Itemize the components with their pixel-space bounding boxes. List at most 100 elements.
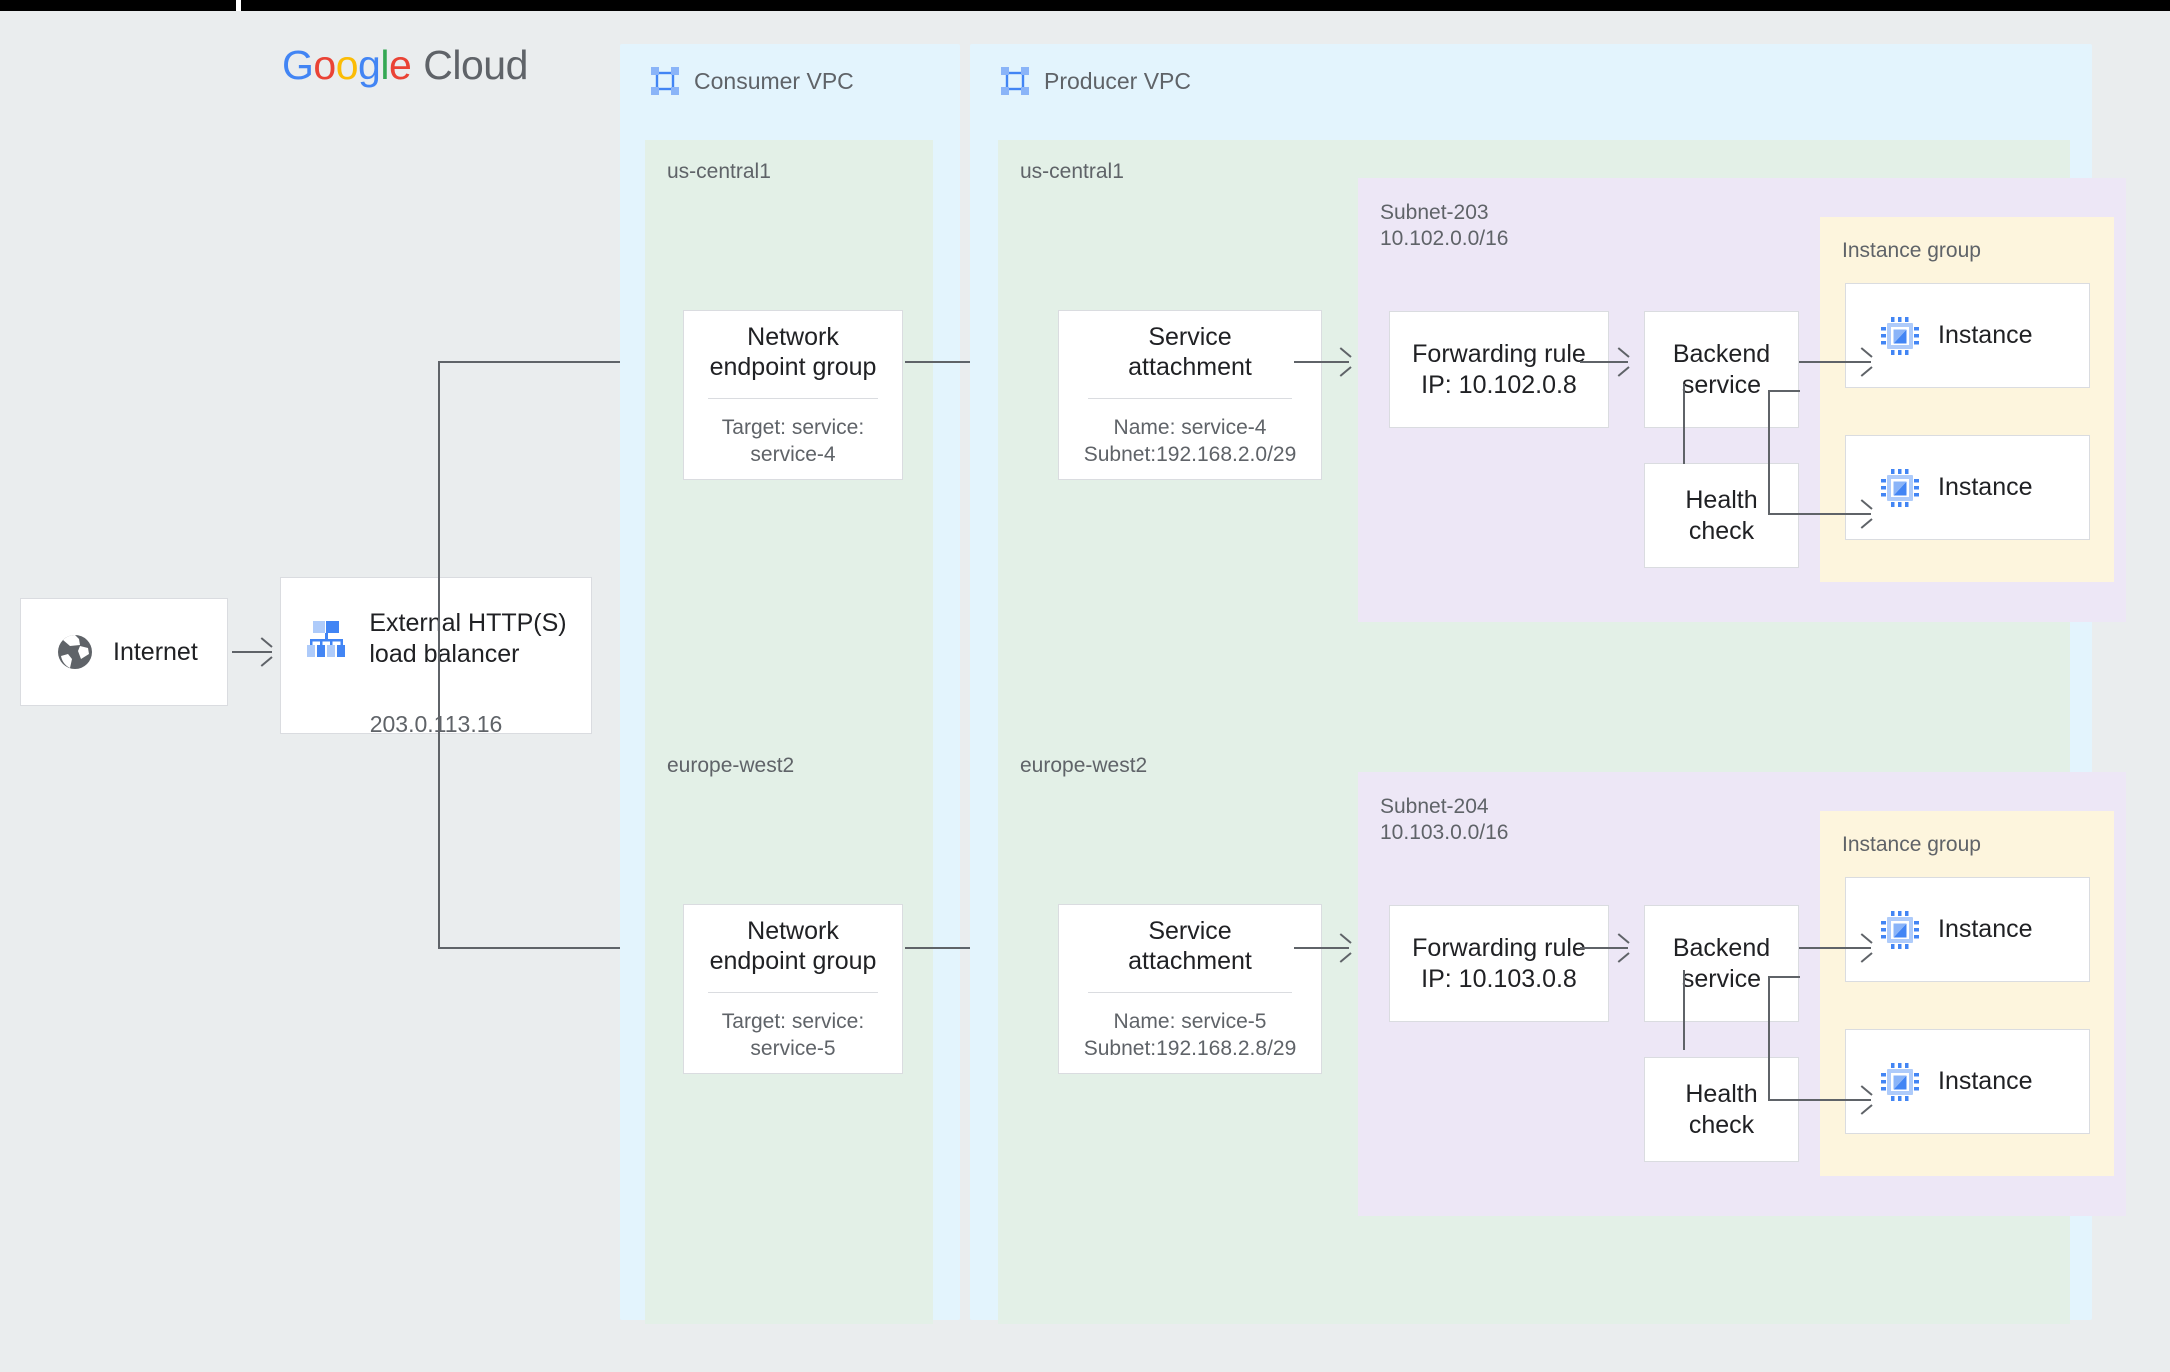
consumer-region-label-1: europe-west2 [667, 754, 795, 777]
connector-bs-inst2-horiz-top [1768, 513, 1871, 515]
consumer-region-us-central1: us-central1 Network endpoint group Targe… [645, 140, 933, 740]
load-balancer-ip: 203.0.113.16 [369, 711, 503, 737]
connector-bs-inst2-stub-bottom [1768, 976, 1800, 978]
service-attachment-title-0: Service attachment [1128, 323, 1252, 382]
service-attachment-title-1: Service attachment [1128, 917, 1252, 976]
connector-sa-fr-bottom [1294, 947, 1349, 949]
cpu-icon [1880, 316, 1920, 356]
neg-divider-1 [707, 992, 879, 994]
network-endpoint-group-node-1[interactable]: Network endpoint group Target: service: … [683, 904, 903, 1074]
producer-vpc-header: Producer VPC [1000, 66, 1191, 96]
service-attachment-divider-0 [1087, 398, 1293, 400]
consumer-vpc-title: Consumer VPC [694, 67, 854, 94]
internet-label: Internet [113, 637, 198, 666]
arrow-sa-fr-bottom [1337, 939, 1351, 957]
producer-region-europe-west2: europe-west2 Service attachment Name: se… [998, 734, 2126, 1324]
connector-lb-trunk [438, 361, 440, 949]
connector-neg-sa-bottom [905, 947, 1015, 949]
connector-bs-inst2-vert-bottom [1768, 976, 1770, 1100]
producer-region-us-central1: us-central1 Service attachment Name: ser… [998, 140, 2126, 740]
instance-group-container-1: Instance group [1820, 811, 2114, 1176]
arrow-sa-fr-top [1337, 353, 1351, 371]
instance-node-1-0[interactable]: Instance [1845, 877, 2090, 982]
consumer-vpc-container: Consumer VPC us-central1 Network endpoin… [620, 44, 960, 1324]
subnet-name-0: Subnet-203 [1380, 201, 1489, 224]
top-bar-notch [236, 0, 241, 11]
producer-region-label-0: us-central1 [1020, 160, 1124, 183]
cpu-icon [1880, 468, 1920, 508]
backend-service-node-1[interactable]: Backend service [1644, 905, 1799, 1022]
service-attachment-subtitle-1: Name: service-5 Subnet:192.168.2.8/29 [1083, 1010, 1297, 1060]
logo-letter-l: l [380, 42, 389, 88]
health-check-node-1[interactable]: Health check [1644, 1057, 1799, 1162]
connector-bs-hc-top [1683, 384, 1685, 464]
network-endpoint-group-node-0[interactable]: Network endpoint group Target: service: … [683, 310, 903, 480]
connector-neg-sa-top [905, 361, 1015, 363]
backend-service-node-0[interactable]: Backend service [1644, 311, 1799, 428]
producer-vpc-title: Producer VPC [1044, 67, 1192, 94]
neg-subtitle-0: Target: service: service-4 [721, 416, 865, 466]
connector-fr-bs-bottom [1580, 947, 1628, 949]
cpu-icon [1880, 1062, 1920, 1102]
arrow-bs-inst2-top [1858, 505, 1872, 523]
instance-label-1-0: Instance [1938, 915, 2033, 943]
arrow-bs-inst1-bottom [1858, 939, 1872, 957]
connector-bs-hc-bottom [1683, 970, 1685, 1050]
connector-sa-fr-top [1294, 361, 1349, 363]
neg-divider-0 [707, 398, 879, 400]
forwarding-rule-node-0[interactable]: Forwarding rule IP: 10.102.0.8 [1389, 311, 1609, 428]
connector-lb-to-neg-bottom [438, 947, 658, 949]
neg-subtitle-1: Target: service: service-5 [721, 1010, 865, 1060]
instance-node-0-1[interactable]: Instance [1845, 435, 2090, 540]
consumer-region-europe-west2: europe-west2 Network endpoint group Targ… [645, 734, 933, 1324]
neg-title-0: Network endpoint group [709, 323, 877, 382]
top-black-bar [0, 0, 2170, 11]
connector-lb-to-neg-top [438, 361, 658, 363]
cpu-icon [1880, 910, 1920, 950]
forwarding-rule-node-1[interactable]: Forwarding rule IP: 10.103.0.8 [1389, 905, 1609, 1022]
neg-title-1: Network endpoint group [709, 917, 877, 976]
instance-group-label-1: Instance group [1842, 833, 1981, 856]
health-check-node-0[interactable]: Health check [1644, 463, 1799, 568]
instance-label-0-1: Instance [1938, 473, 2033, 501]
vpc-icon [1000, 66, 1030, 96]
connector-bs-inst2-horiz-bottom [1768, 1099, 1871, 1101]
logo-letter-o2: o [335, 42, 359, 88]
instance-node-0-0[interactable]: Instance [1845, 283, 2090, 388]
globe-icon [55, 632, 95, 672]
load-balancer-title: External HTTP(S) load balancer [369, 609, 567, 668]
instance-group-label-0: Instance group [1842, 239, 1981, 262]
subnet-name-1: Subnet-204 [1380, 795, 1489, 818]
load-balancer-header: External HTTP(S) load balancer [283, 608, 588, 669]
arrow-fr-bs-bottom [1615, 939, 1629, 957]
connector-bs-inst1-bottom [1799, 947, 1871, 949]
instance-group-container-0: Instance group [1820, 217, 2114, 582]
service-attachment-node-0[interactable]: Service attachment Name: service-4 Subne… [1058, 310, 1322, 480]
service-attachment-node-1[interactable]: Service attachment Name: service-5 Subne… [1058, 904, 1322, 1074]
subnet-cidr-0: 10.102.0.0/16 [1380, 226, 1509, 250]
consumer-region-label-0: us-central1 [667, 160, 771, 183]
arrow-fr-bs-top [1615, 353, 1629, 371]
logo-letter-o1: o [313, 42, 336, 88]
load-balancer-icon [305, 619, 349, 659]
logo-letter-g2: g [358, 42, 381, 88]
instance-label-0-0: Instance [1938, 321, 2033, 349]
connector-internet-lb [232, 651, 272, 653]
service-attachment-subtitle-0: Name: service-4 Subnet:192.168.2.0/29 [1083, 416, 1297, 466]
arrow-bs-inst2-bottom [1858, 1091, 1872, 1109]
logo-letter-g1: G [282, 42, 314, 88]
vpc-icon [650, 66, 680, 96]
external-http-load-balancer-node[interactable]: External HTTP(S) load balancer 203.0.113… [280, 577, 592, 737]
logo-word-cloud: Cloud [423, 42, 528, 88]
internet-node[interactable]: Internet [20, 598, 228, 706]
consumer-vpc-header: Consumer VPC [650, 66, 854, 96]
logo-letter-e: e [388, 42, 412, 88]
arrow-internet-lb [258, 643, 272, 661]
instance-label-1-1: Instance [1938, 1067, 2033, 1095]
arrow-bs-inst1-top [1858, 353, 1872, 371]
instance-node-1-1[interactable]: Instance [1845, 1029, 2090, 1134]
